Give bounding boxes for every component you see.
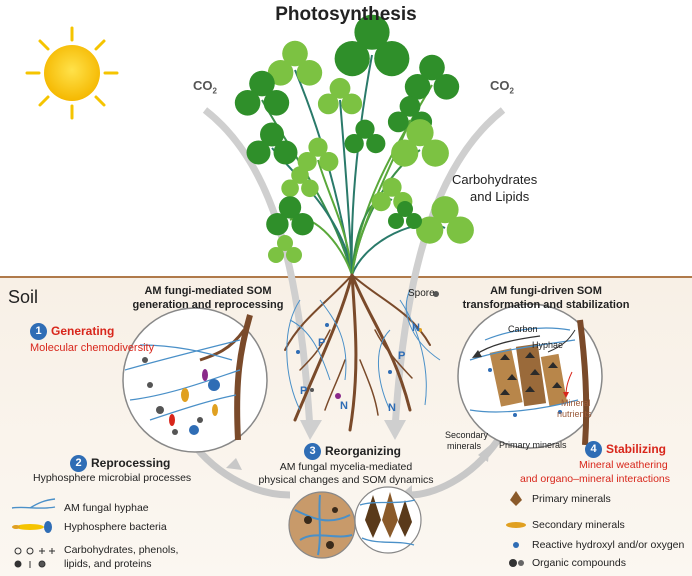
carbohydrates-label-2: and Lipids xyxy=(470,189,530,204)
carbohydrates-label-1: Carbohydrates xyxy=(452,172,538,187)
nutrient-p-1: P xyxy=(318,337,326,349)
inset-secondary-minerals-2: minerals xyxy=(447,441,482,451)
step-4-subtitle-1: Mineral weathering xyxy=(579,459,668,471)
spore-label: Spore xyxy=(408,288,435,299)
legend-bacteria-label: Hyphosphere bacteria xyxy=(64,521,167,533)
left-heading-1: AM fungi-mediated SOM xyxy=(144,285,272,297)
step-4-subtitle-2: and organo–mineral interactions xyxy=(520,473,671,485)
legend-organic-compound-icon xyxy=(509,559,524,567)
step-1-title: Generating xyxy=(51,324,115,338)
nutrient-p-3: P xyxy=(300,385,308,397)
sun-icon xyxy=(25,26,119,120)
co2-arrowhead-right xyxy=(384,420,406,440)
legend-secondary-minerals-label: Secondary minerals xyxy=(532,519,625,531)
co2-label-right: CO2 xyxy=(490,78,514,96)
step-1-badge: 1 xyxy=(30,323,47,340)
legend-secondary-mineral-icon xyxy=(506,522,526,528)
legend-molecules-label-2: lipids, and proteins xyxy=(64,558,152,570)
legend-blue-dot-icon xyxy=(513,542,519,548)
legend-molecules-label-1: Carbohydrates, phenols, xyxy=(64,544,179,556)
right-inset-circle xyxy=(457,303,603,449)
step-2-subtitle: Hyphosphere microbial processes xyxy=(33,472,192,484)
nutrient-p-2: P xyxy=(398,350,406,362)
legend-primary-mineral-icon xyxy=(510,491,522,506)
clover-leaves xyxy=(234,14,474,263)
legend-primary-minerals-label: Primary minerals xyxy=(532,493,611,505)
inset-mineral-nutrients-2: nutrients xyxy=(557,409,592,419)
left-inset-circle xyxy=(122,307,268,453)
soil-aggregate-circle-left xyxy=(288,491,356,559)
inset-primary-minerals-label: Primary minerals xyxy=(499,440,567,450)
step-2-title: Reprocessing xyxy=(91,456,171,470)
inset-hyphae-label: Hyphae xyxy=(532,340,564,350)
step-3-badge: 3 xyxy=(304,443,321,460)
legend-reactive-label: Reactive hydroxyl and/or oxygen xyxy=(532,539,685,551)
nutrient-n-3: N xyxy=(388,402,396,414)
title-photosynthesis: Photosynthesis xyxy=(275,4,417,25)
step-1-subtitle: Molecular chemodiversity xyxy=(30,342,155,354)
legend-organic-label: Organic compounds xyxy=(532,557,626,569)
step-2-badge: 2 xyxy=(70,455,87,472)
legend-bacteria-icon xyxy=(12,521,52,533)
soil-label: Soil xyxy=(8,287,39,307)
legend-hyphae-line-icon xyxy=(11,498,56,509)
co2-label-left: CO2 xyxy=(193,78,217,96)
step-4-badge: 4 xyxy=(585,441,602,458)
legend-molecules-icon xyxy=(14,547,55,568)
nutrient-n-1: N xyxy=(412,322,420,334)
root-particles xyxy=(296,291,439,399)
inset-secondary-minerals-1: Secondary xyxy=(445,430,489,440)
step-3-subtitle-1: AM fungal mycelia-mediated xyxy=(279,461,413,473)
nutrient-n-2: N xyxy=(340,400,348,412)
right-heading-2: transformation and stabilization xyxy=(462,299,630,311)
legend-hyphae-label: AM fungal hyphae xyxy=(64,502,149,514)
plant-roots xyxy=(284,273,431,432)
step-3-title: Reorganizing xyxy=(325,444,402,458)
inset-mineral-nutrients-1: Mineral xyxy=(561,398,591,408)
step-4-title: Stabilizing xyxy=(606,442,666,456)
root-hyphae xyxy=(286,289,441,411)
inset-carbon-label: Carbon xyxy=(508,324,538,334)
left-heading-2: generation and reprocessing xyxy=(132,299,284,311)
co2-arrowhead-left xyxy=(300,420,322,440)
soil-aggregate-circle-right xyxy=(354,486,422,554)
right-heading-1: AM fungi-driven SOM xyxy=(490,285,602,297)
step-3-subtitle-2: physical changes and SOM dynamics xyxy=(258,474,434,486)
